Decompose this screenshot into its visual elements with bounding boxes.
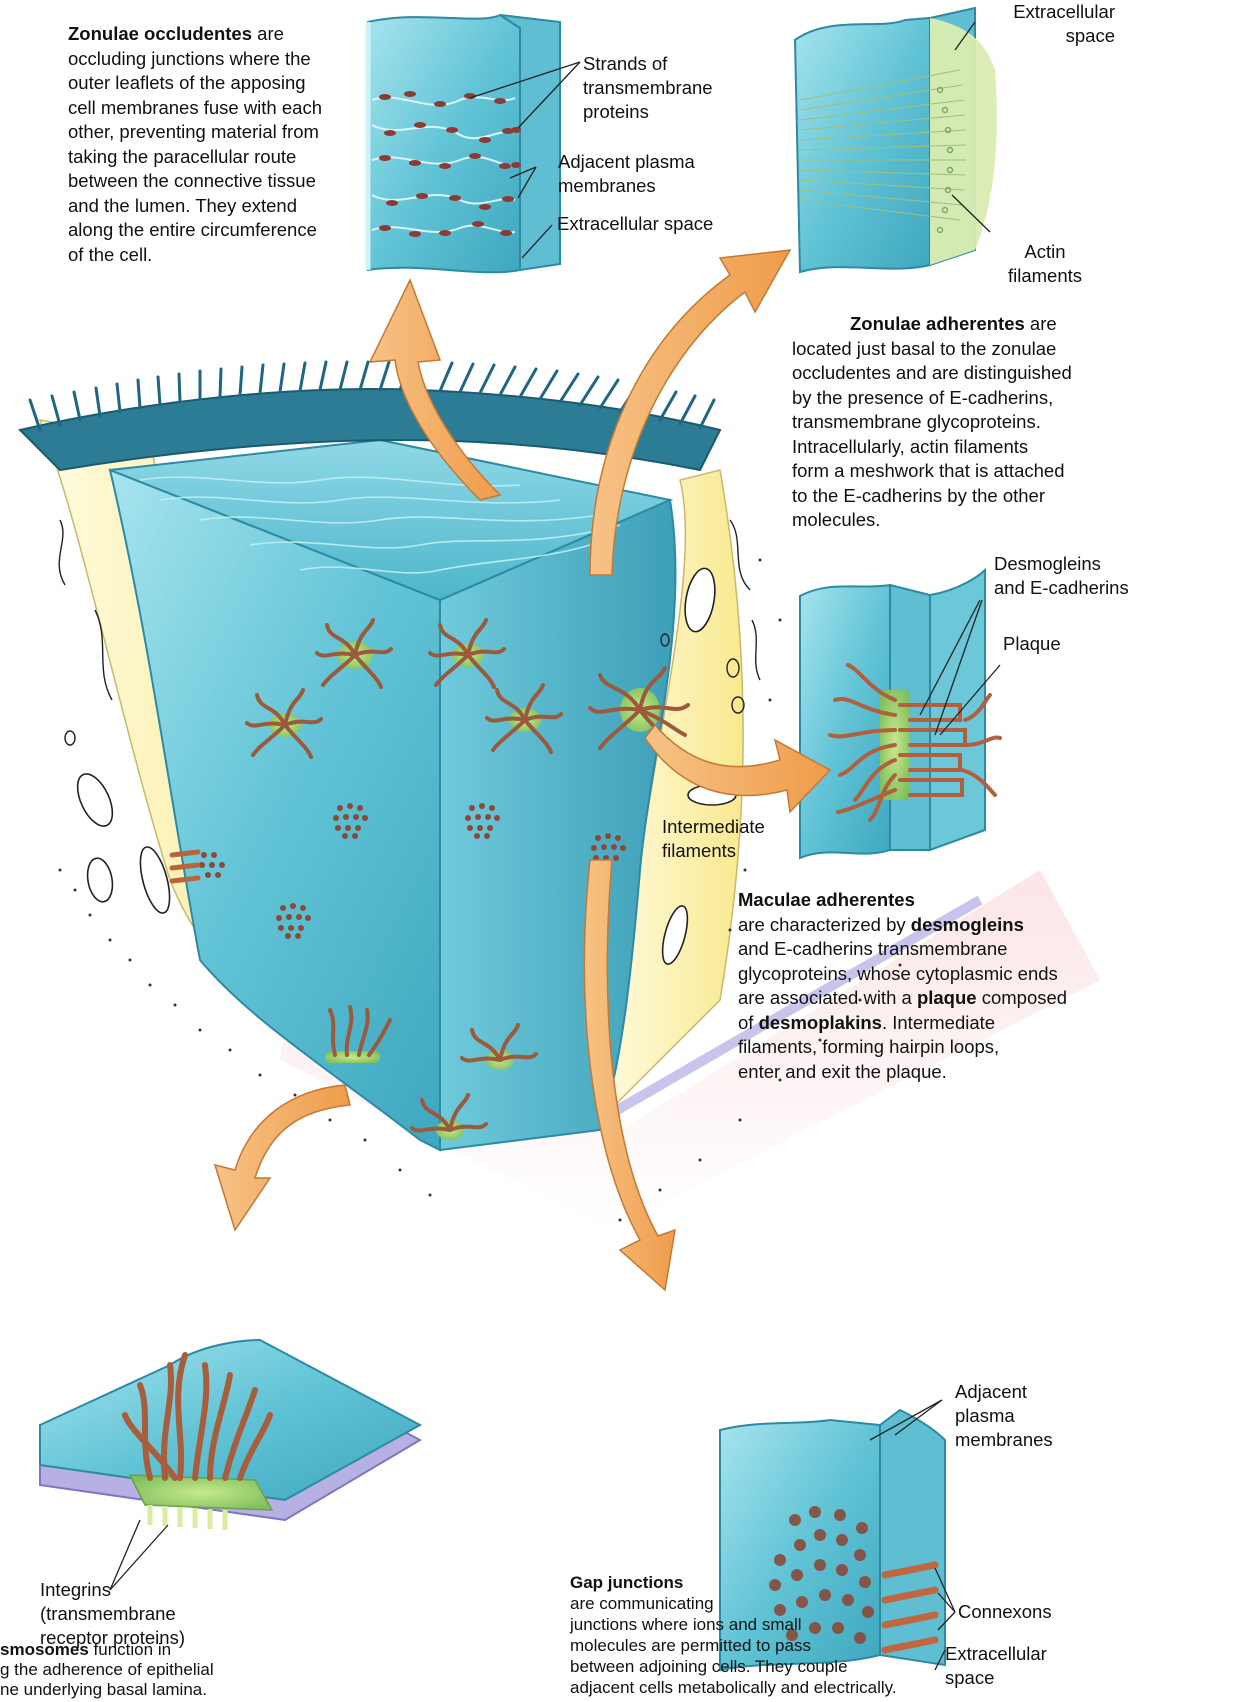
maculae-adherentes-title: Maculae adherentes <box>738 889 915 910</box>
maculae-adherentes-description: Maculae adherentes are characterized by … <box>738 888 1158 1084</box>
label-intermediate-filaments: Intermediate filaments <box>662 815 765 863</box>
hemidesmosomes-description: smosomes function in g the adherence of … <box>0 1640 300 1700</box>
label-actin-filaments: Actin filaments <box>990 240 1100 288</box>
inset-zonulae-adherentes <box>795 8 997 272</box>
inset-zonulae-occludentes <box>368 15 580 272</box>
zonulae-occludentes-description: Zonulae occludentes are occluding juncti… <box>68 22 368 267</box>
zonulae-adherentes-description: Zonulae adherentes are located just basa… <box>792 312 1122 533</box>
label-extracellular-space-top: Extracellular space <box>557 212 713 236</box>
label-adjacent-plasma-membranes-bottom: Adjacent plasma membranes <box>955 1380 1053 1452</box>
inset-hemidesmosome <box>40 1340 420 1590</box>
gap-junctions-title: Gap junctions <box>570 1573 683 1592</box>
zonulae-adherentes-title: Zonulae adherentes <box>850 313 1025 334</box>
label-extracellular-space-adherentes: Extracellular space <box>1000 0 1115 48</box>
label-desmogleins-and-e-cadherins: Desmogleins and E-cadherins <box>994 552 1129 600</box>
label-adjacent-plasma-membranes-top: Adjacent plasma membranes <box>558 150 695 198</box>
label-strands-of-transmembrane-proteins: Strands of transmembrane proteins <box>583 52 713 124</box>
hemidesmosomes-title: smosomes <box>0 1640 89 1659</box>
zonulae-occludentes-title: Zonulae occludentes <box>68 23 252 44</box>
gap-junctions-text: Gap junctions are communicating junction… <box>570 1572 1010 1698</box>
inset-maculae-adherentes <box>800 570 1000 858</box>
label-plaque: Plaque <box>1003 632 1061 656</box>
arrow-to-hemidesmosome <box>215 1085 350 1230</box>
